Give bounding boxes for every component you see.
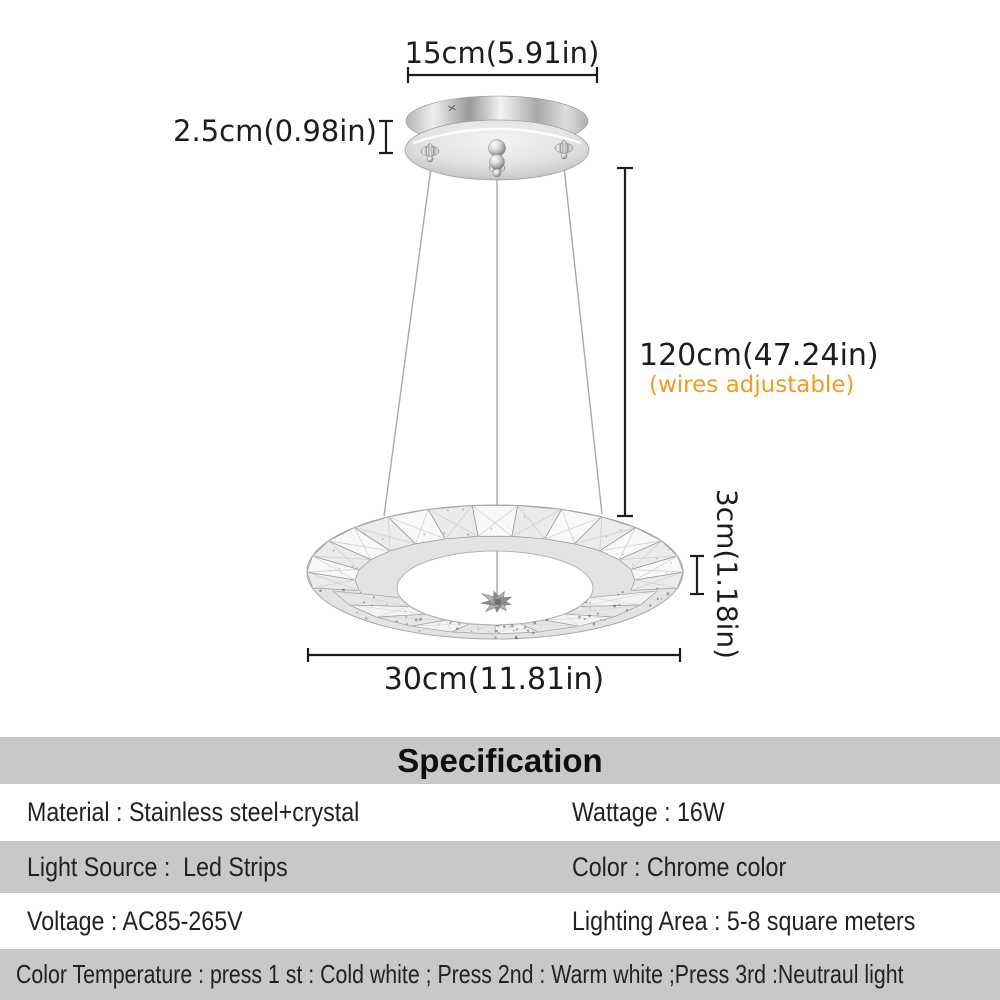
canopy-height-label: 2.5cm(0.98in) bbox=[173, 114, 377, 148]
wire-adjustable-note: (wires adjustable) bbox=[649, 372, 855, 398]
spec-row-light-source: Light Source : Led Strips Color : Chrome… bbox=[0, 841, 1000, 893]
spec-color-temperature: Color Temperature : press 1 st : Cold wh… bbox=[16, 959, 904, 989]
spec-row-voltage: Voltage : AC85-265V Lighting Area : 5-8 … bbox=[0, 893, 1000, 949]
canopy-center-balls bbox=[488, 139, 506, 178]
spec-title: Specification bbox=[397, 741, 603, 779]
crystal-ring bbox=[306, 504, 684, 640]
wire-length-label: 120cm(47.24in) bbox=[639, 338, 879, 373]
dimension-lines bbox=[306, 67, 704, 662]
canopy-screw bbox=[447, 104, 457, 112]
ring-diameter-label: 30cm(11.81in) bbox=[383, 662, 605, 697]
ceiling-canopy bbox=[404, 95, 590, 181]
canopy-diameter-label: 15cm(5.91in) bbox=[404, 36, 600, 70]
spec-wattage: Wattage : 16W bbox=[572, 797, 725, 827]
spec-voltage: Voltage : AC85-265V bbox=[27, 905, 243, 936]
specification-section: Specification Material : Stainless steel… bbox=[0, 737, 1000, 1000]
spec-row-material: Material : Stainless steel+crystal Watta… bbox=[0, 784, 1000, 841]
spec-row-color-temperature: Color Temperature : press 1 st : Cold wh… bbox=[0, 949, 1000, 1000]
spec-lighting-area: Lighting Area : 5-8 square meters bbox=[572, 905, 916, 936]
spec-header: Specification bbox=[0, 737, 1000, 784]
ring-thickness-label: 3cm(1.18in) bbox=[710, 488, 744, 660]
spec-color: Color : Chrome color bbox=[572, 851, 787, 882]
pendant-lamp-illustration bbox=[306, 67, 704, 662]
spec-material: Material : Stainless steel+crystal bbox=[27, 797, 360, 827]
spec-light-source: Light Source : Led Strips bbox=[27, 851, 288, 882]
